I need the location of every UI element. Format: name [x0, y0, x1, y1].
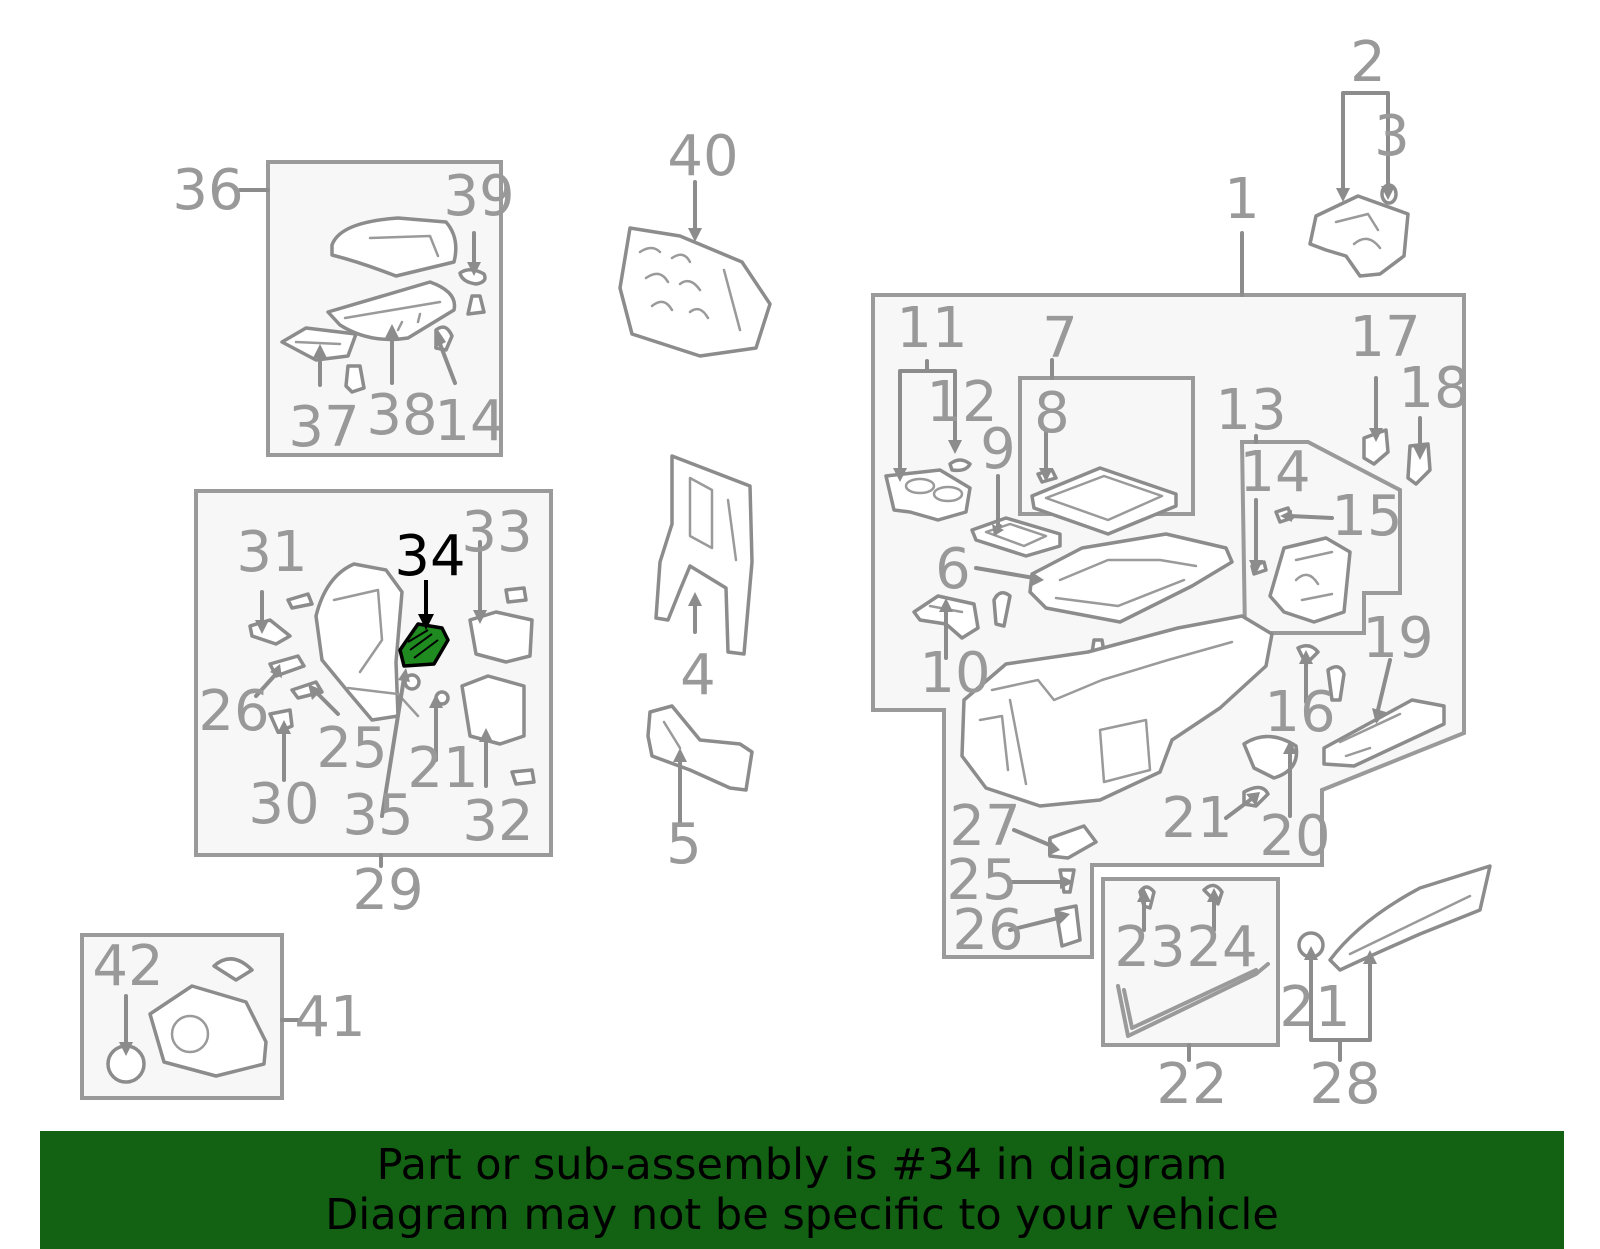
callout-labels: 1 2 3 4 5 6 7 8 9 10 11 12 13 14 15 16 1…: [92, 30, 1469, 1117]
callout-15: 15: [1331, 484, 1402, 549]
housing-part: [314, 562, 404, 722]
banner-line-1: Part or sub-assembly is #34 in diagram: [376, 1140, 1228, 1190]
screw-33-part: [504, 586, 528, 604]
duct-33-part: [468, 610, 534, 664]
screw-part: [344, 364, 366, 394]
callout-29: 29: [352, 858, 423, 923]
clip-12-part: [948, 458, 972, 473]
clip-25a-part: [290, 680, 324, 700]
pin-16b-part: [1326, 665, 1346, 702]
highlighted-part-34[interactable]: [398, 622, 450, 668]
armrest-19-part: [1322, 698, 1446, 768]
callout-5: 5: [666, 812, 702, 877]
housing-lead-detail: [346, 686, 420, 718]
leader-34-arrowhead: [418, 614, 434, 630]
info-banner: Part or sub-assembly is #34 in diagram D…: [40, 1131, 1564, 1249]
bracket-14-part: [1268, 536, 1352, 624]
clip-18-part: [1406, 442, 1432, 486]
callout-25a: 25: [316, 716, 387, 781]
lid-hinge-part: [280, 326, 358, 362]
callout-8: 8: [1034, 381, 1070, 446]
callout-28: 28: [1309, 1052, 1380, 1117]
bolt-part: [992, 591, 1012, 628]
callout-42: 42: [92, 934, 163, 999]
cup-holder-11-part: [884, 468, 972, 522]
duct-32-part: [460, 674, 526, 746]
callout-39: 39: [443, 164, 514, 229]
knob-20-part: [1242, 734, 1299, 780]
callout-38: 38: [366, 383, 437, 448]
callout-18: 18: [1398, 356, 1469, 421]
callout-22: 22: [1156, 1052, 1227, 1117]
callout-17: 17: [1349, 305, 1420, 370]
bracket-5-part: [646, 704, 754, 792]
clip-31b-part: [286, 592, 314, 610]
callout-10: 10: [919, 641, 990, 706]
callout-25b: 25: [946, 848, 1017, 913]
clip-41b-part: [212, 957, 254, 982]
callout-20: 20: [1259, 804, 1330, 869]
callout-21c: 21: [1279, 975, 1350, 1040]
group-box-22: [1101, 877, 1280, 1047]
callout-6: 6: [935, 537, 971, 602]
callout-35: 35: [342, 783, 413, 848]
console-lid-part: [330, 216, 458, 278]
callout-23: 23: [1114, 915, 1185, 980]
tray-7-part: [1030, 466, 1178, 536]
callout-1: 1: [1224, 167, 1260, 232]
bracket-4-part: [654, 454, 754, 656]
banner-line-2: Diagram may not be specific to your vehi…: [325, 1190, 1279, 1240]
trim-28-part: [1328, 864, 1492, 972]
callout-37: 37: [288, 395, 359, 460]
callout-34[interactable]: 34: [394, 524, 465, 589]
callout-26b: 26: [952, 898, 1023, 963]
callout-12: 12: [926, 370, 997, 435]
callout-41: 41: [294, 985, 365, 1050]
callout-36: 36: [172, 158, 243, 223]
clip-17-part: [1362, 428, 1390, 466]
console-body-1-part: [960, 614, 1274, 808]
callout-4: 4: [680, 643, 716, 708]
callout-19: 19: [1362, 606, 1433, 671]
switch-41-part: [148, 984, 268, 1078]
clip-14-part: [466, 294, 486, 316]
screw-32-part: [510, 768, 536, 786]
callout-2: 2: [1350, 30, 1386, 95]
callout-33: 33: [461, 500, 532, 565]
callout-30: 30: [248, 772, 319, 837]
duct-40-part: [618, 226, 772, 358]
callout-14b: 14: [434, 389, 505, 454]
callout-7: 7: [1042, 306, 1078, 371]
callout-14a: 14: [1239, 440, 1310, 505]
callout-27: 27: [949, 794, 1020, 859]
callout-40: 40: [667, 124, 738, 189]
leader-lines: [124, 91, 1422, 1062]
callout-26a: 26: [198, 679, 269, 744]
callout-31: 31: [236, 520, 307, 585]
callout-16: 16: [1264, 680, 1335, 745]
cable-22-part: [1116, 962, 1270, 1038]
callout-13: 13: [1215, 378, 1286, 443]
bracket-2-part: [1308, 194, 1410, 278]
callout-9: 9: [980, 417, 1016, 482]
callout-24: 24: [1186, 915, 1257, 980]
callout-21b: 21: [1161, 786, 1232, 851]
callout-11: 11: [896, 296, 967, 361]
callout-21a: 21: [407, 736, 478, 801]
panel-6-part: [1028, 532, 1234, 624]
callout-3: 3: [1374, 104, 1410, 169]
leader-arrowheads: [119, 186, 1427, 1056]
callout-32: 32: [462, 789, 533, 854]
